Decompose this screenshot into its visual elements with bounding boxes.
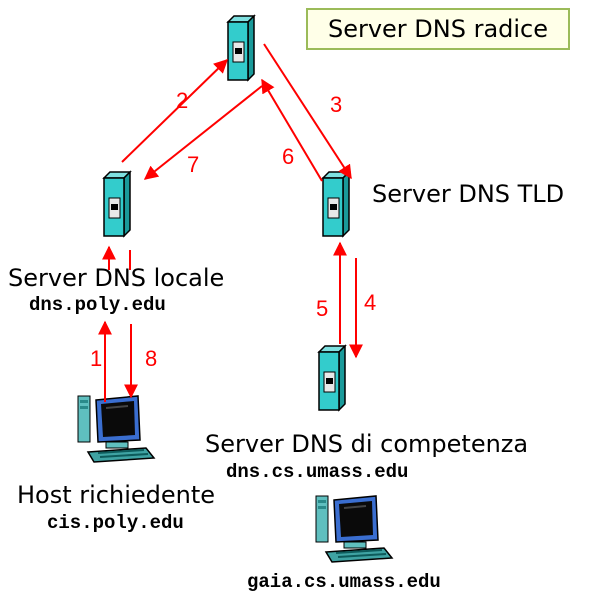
root-server-label: Server DNS radice <box>327 15 549 43</box>
step-4-number: 4 <box>364 290 377 315</box>
root-server-icon <box>227 15 255 81</box>
step-2-number: 2 <box>176 88 189 113</box>
step-6-number: 6 <box>282 144 295 169</box>
requesting-host-label: Host richiedente <box>17 481 216 509</box>
auth-server-host: dns.cs.umass.edu <box>226 461 409 483</box>
local-server-label: Server DNS locale <box>8 264 225 292</box>
target-host-computer-icon <box>315 495 393 563</box>
step-5-number: 5 <box>316 296 329 321</box>
arrow-step-3 <box>263 43 352 180</box>
auth-server-label: Server DNS di competenza <box>205 430 529 458</box>
tld-server-label: Server DNS TLD <box>372 180 565 208</box>
requesting-host-name: cis.poly.edu <box>47 512 184 534</box>
local-server-host: dns.poly.edu <box>29 294 166 316</box>
step-1-number: 1 <box>90 346 103 371</box>
requesting-host-computer-icon <box>77 395 155 463</box>
step-3-number: 3 <box>330 92 343 117</box>
step-8-number: 8 <box>145 346 158 371</box>
tld-server-icon <box>322 171 350 237</box>
arrow-step-7 <box>143 85 263 180</box>
auth-server-icon <box>318 345 346 411</box>
local-server-icon <box>103 171 131 237</box>
arrow-step-2 <box>121 59 229 163</box>
arrow-step-6 <box>261 78 323 182</box>
target-host-name: gaia.cs.umass.edu <box>247 571 441 593</box>
root-server-label-box: Server DNS radice <box>306 8 570 50</box>
step-7-number: 7 <box>187 152 200 177</box>
